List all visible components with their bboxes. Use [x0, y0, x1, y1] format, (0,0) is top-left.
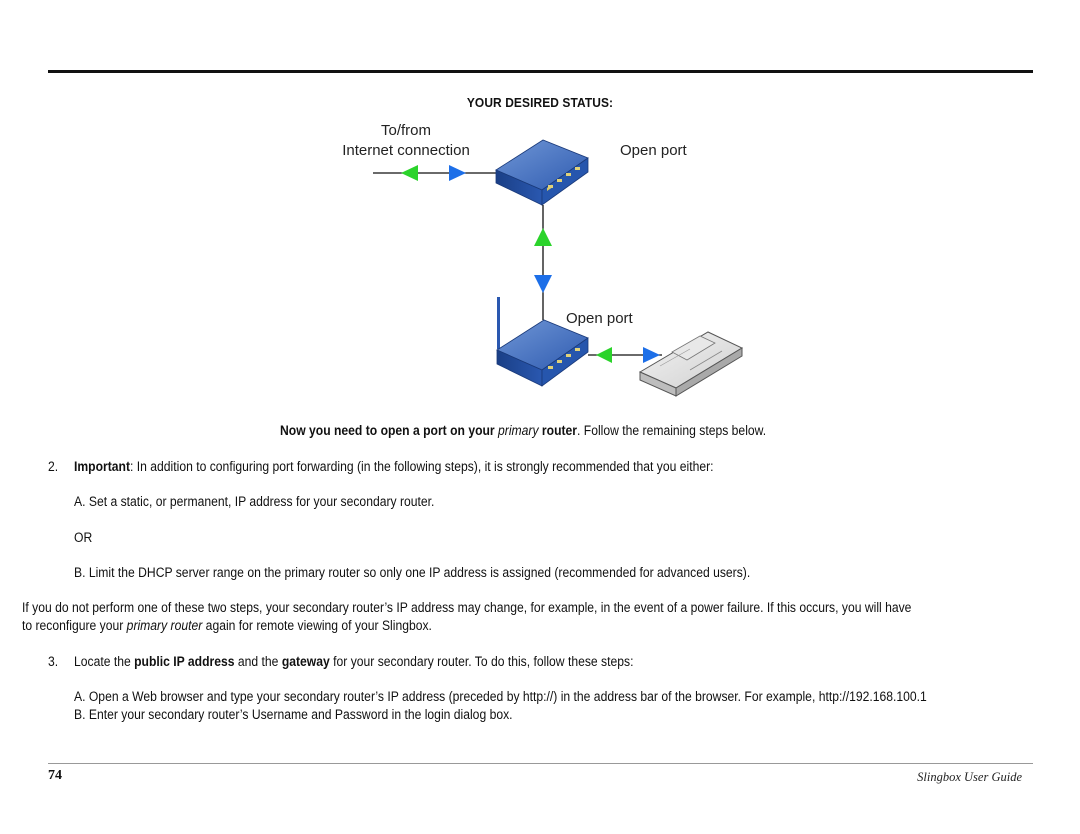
- green-arrow-up-icon: [534, 228, 552, 246]
- option-b: B. Limit the DHCP server range on the pr…: [74, 565, 751, 580]
- slingbox-device-icon: [638, 331, 744, 397]
- internet-label-line1: To/from: [381, 122, 431, 139]
- section-heading: YOUR DESIRED STATUS:: [466, 95, 614, 110]
- primary-router-icon: [495, 139, 589, 206]
- intro-paragraph: Now you need to open a port on your prim…: [280, 423, 767, 438]
- step-2-text: Important: In addition to configuring po…: [74, 459, 714, 474]
- open-port-label-bottom: Open port: [566, 310, 634, 327]
- secondary-router-icon: [496, 297, 589, 387]
- warning-line-2: to reconfigure your primary router again…: [22, 618, 432, 633]
- option-a: A. Set a static, or permanent, IP addres…: [74, 494, 435, 509]
- warning-line-1: If you do not perform one of these two s…: [22, 600, 912, 615]
- network-diagram: To/from Internet connection Open port Op…: [342, 122, 744, 397]
- step-2-number: 2.: [48, 459, 59, 474]
- step-3-a: A. Open a Web browser and type your seco…: [74, 689, 927, 704]
- open-port-label-top: Open port: [620, 142, 688, 159]
- step-3-b: B. Enter your secondary router’s Usernam…: [74, 707, 513, 722]
- page-number: 74: [48, 768, 62, 783]
- green-arrow-left-icon: [401, 165, 418, 181]
- blue-arrow-right-icon: [643, 347, 660, 363]
- green-arrow-left-icon: [596, 347, 612, 363]
- step-3-number: 3.: [48, 654, 59, 669]
- internet-connection-line: [373, 165, 496, 181]
- step-3-text: Locate the public IP address and the gat…: [74, 654, 634, 669]
- top-rule: [48, 70, 1033, 73]
- router-link-line: [534, 205, 552, 320]
- blue-arrow-right-icon: [449, 165, 466, 181]
- blue-arrow-down-icon: [534, 275, 552, 293]
- internet-label-line2: Internet connection: [342, 142, 470, 159]
- guide-title: Slingbox User Guide: [917, 770, 1022, 784]
- footer-rule: [48, 763, 1033, 764]
- slingbox-link-line: [588, 347, 662, 363]
- or-label: OR: [74, 530, 93, 545]
